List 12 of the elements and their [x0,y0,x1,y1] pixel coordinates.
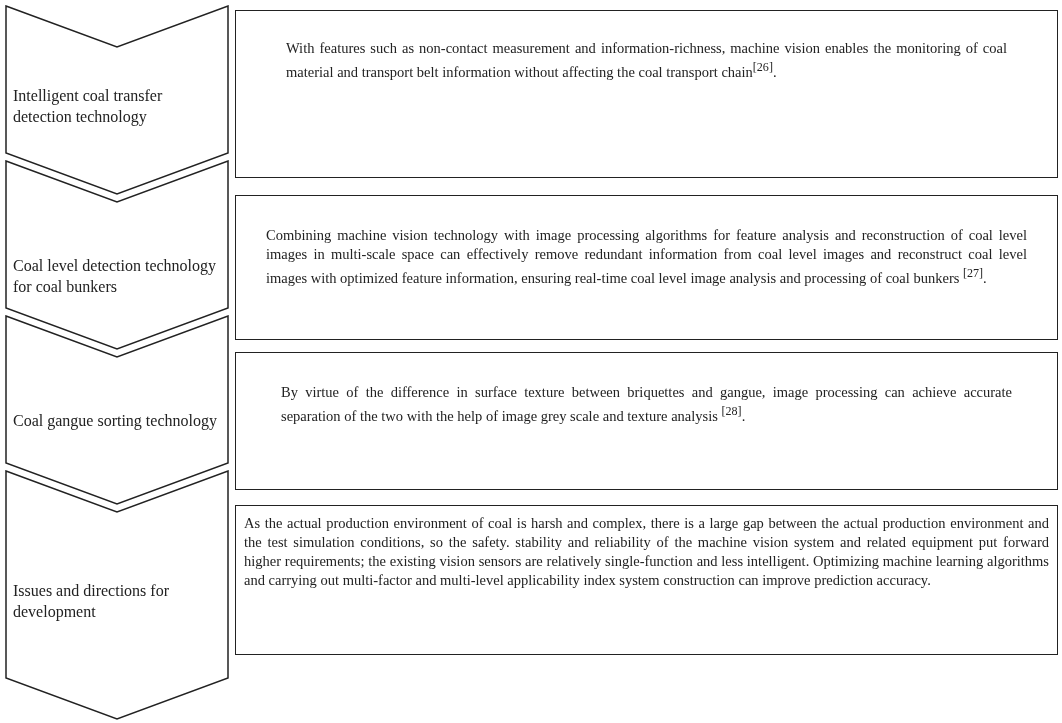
step-label: Coal level detection technology for coal bunkers [13,256,218,297]
description-box [235,195,1058,340]
description-text: Combining machine vision technology with image processing algorithms for feature analysis and reconstruction of coal level images in multi-scale space can effectively remove redundant information from coal level images and reconstruct coal level images with optimized feature information, ensuring real-time coal level image analysis and processing of coal bunkers $^{[27]}$. [266,226,1027,288]
description-box [235,352,1058,490]
description-text: As the actual production environment of coal is harsh and complex, there is a large gap between the actual production environment and the test simulation conditions, so the safety. stability and reliability of the machine vision system and related equipment put forward higher requirements; the existing vision sensors are relatively single-function and less intelligent. Optimizing machine learning algorithms and carrying out multi-factor and multi-level applicability index system construction can improve prediction accuracy. [244,514,1049,590]
description-text: With features such as non-contact measurement and information-richness, machine vision enables the monitoring of coal material and transport belt information without affecting the coal transport chain$^{[26]}$. [286,39,1007,82]
step-label: Intelligent coal transfer detection technology [13,86,164,127]
description-text: By virtue of the difference in surface texture between briquettes and gangue, image processing can achieve accurate separation of the two with the help of image grey scale and texture analysis $^{[28]}$. [281,383,1012,426]
step-label: Coal gangue sorting technology [13,411,218,431]
description-box [235,10,1058,178]
description-box [235,505,1058,655]
step-label: Issues and directions for development [13,581,170,622]
